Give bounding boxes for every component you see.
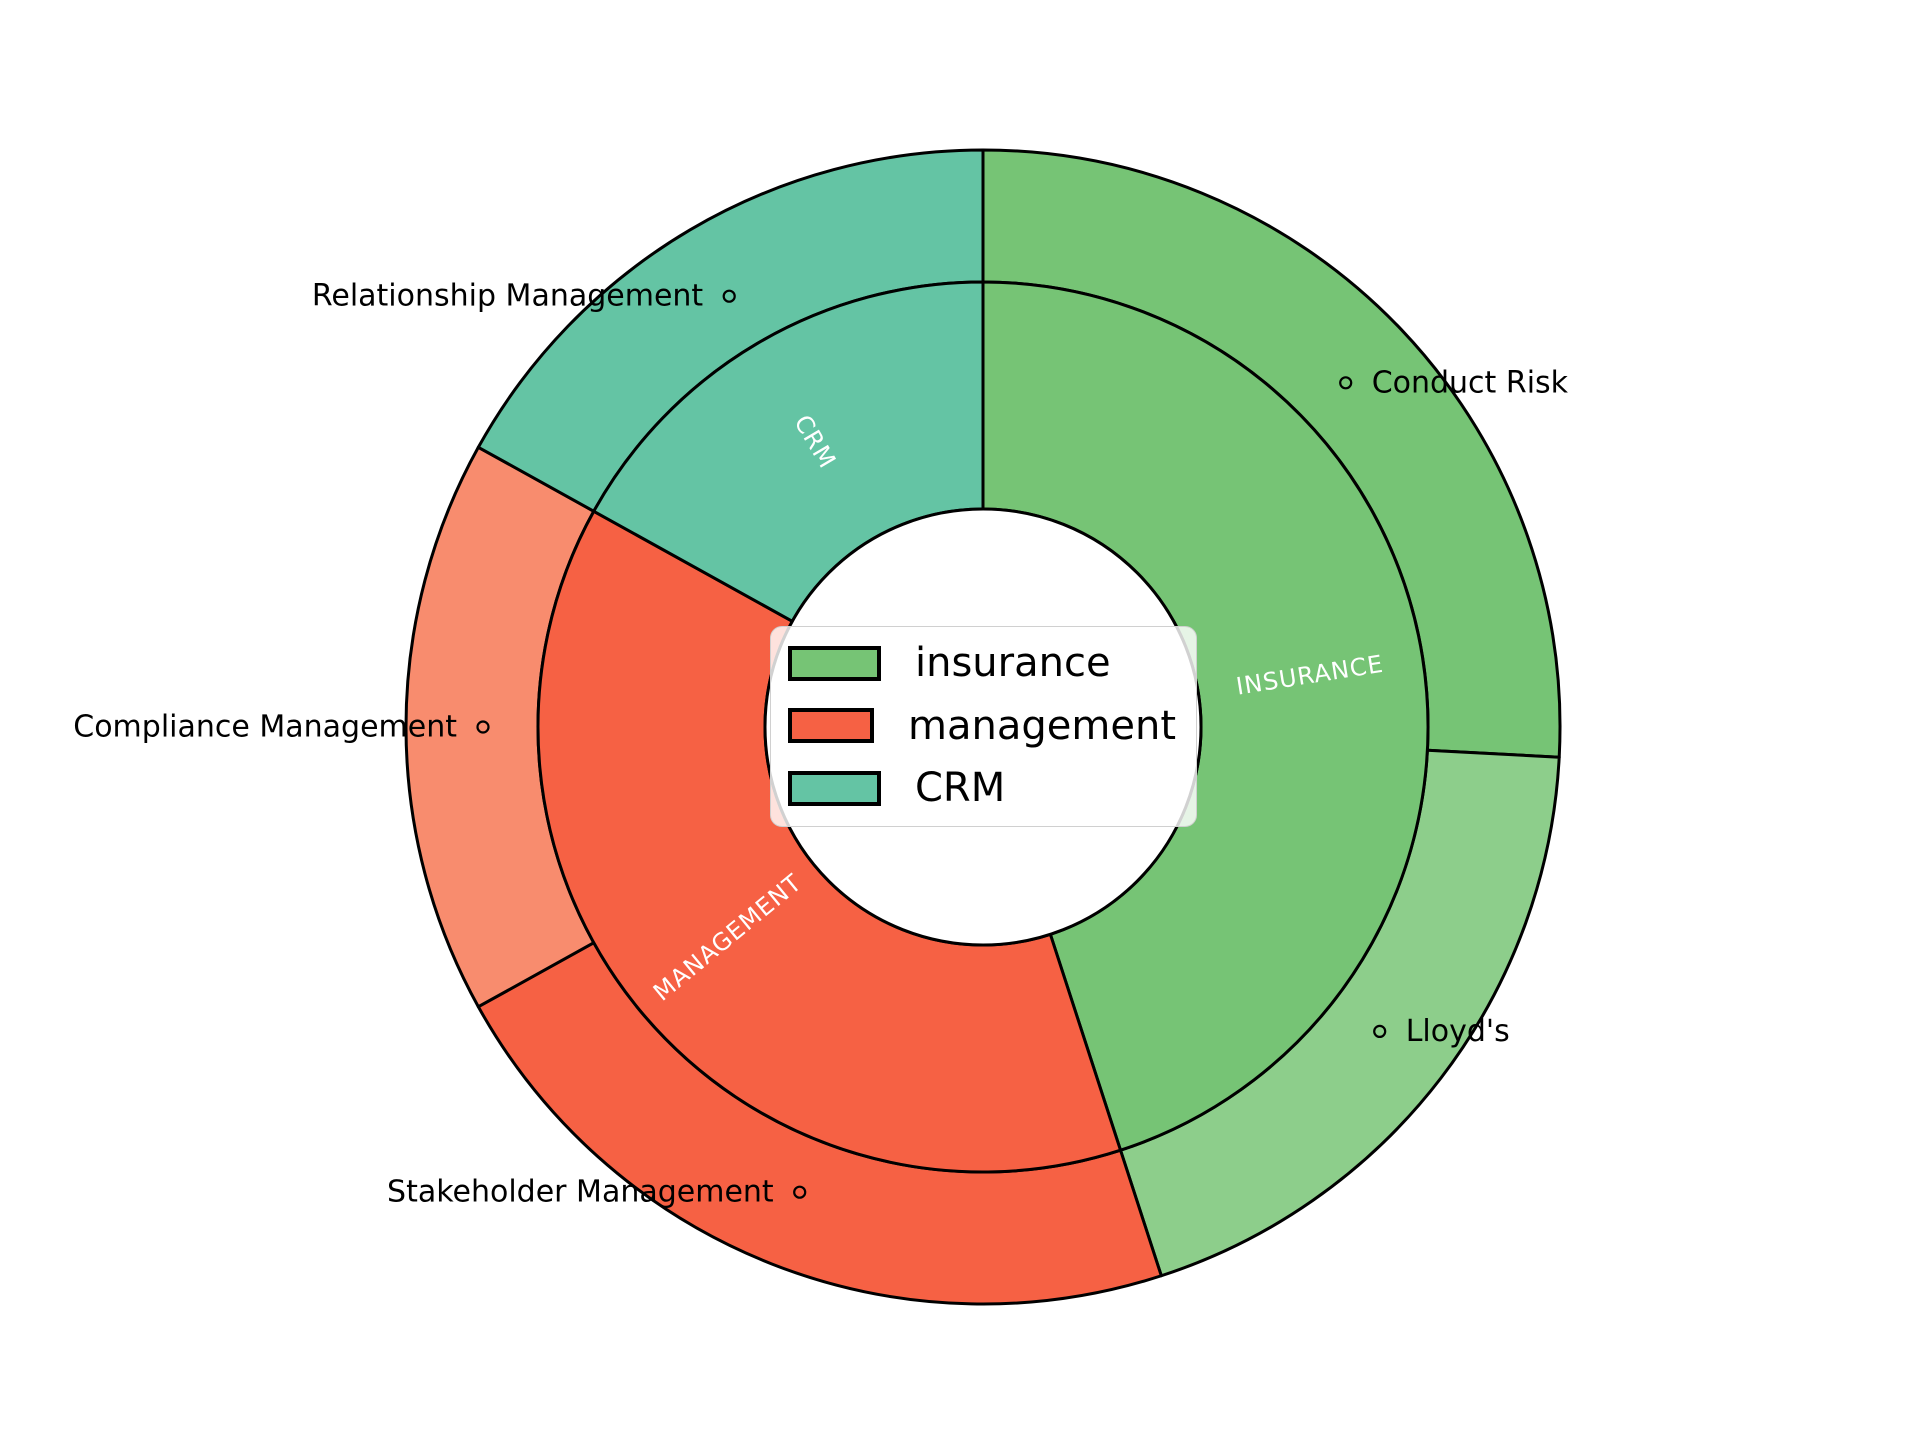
label-marker-icon-relationship-management <box>722 289 736 303</box>
segment-label-stakeholder-management: Stakeholder Management <box>387 1175 774 1210</box>
segment-label-compliance-management: Compliance Management <box>73 710 457 745</box>
legend-item-management: management <box>788 706 1176 746</box>
legend-item-insurance: insurance <box>788 643 1176 683</box>
legend-label-insurance: insurance <box>915 640 1111 686</box>
segment-label-relationship-management: Relationship Management <box>312 279 704 314</box>
segment-label-conduct-risk: Conduct Risk <box>1372 365 1569 400</box>
legend-label-crm: CRM <box>915 765 1006 811</box>
label-marker-icon-conduct-risk <box>1339 376 1353 390</box>
label-marker-icon-lloyds <box>1373 1024 1387 1039</box>
chart-legend: insurance management CRM <box>770 626 1197 827</box>
label-marker-icon-compliance-management <box>476 720 490 734</box>
segment-label-lloyds: Lloyd's <box>1406 1014 1510 1049</box>
legend-swatch-crm-icon <box>788 770 881 806</box>
label-marker-icon-stakeholder-management <box>793 1185 807 1199</box>
legend-item-crm: CRM <box>788 768 1176 808</box>
legend-swatch-management-icon <box>788 708 875 743</box>
legend-swatch-insurance-icon <box>788 645 881 681</box>
legend-label-management: management <box>908 702 1176 749</box>
